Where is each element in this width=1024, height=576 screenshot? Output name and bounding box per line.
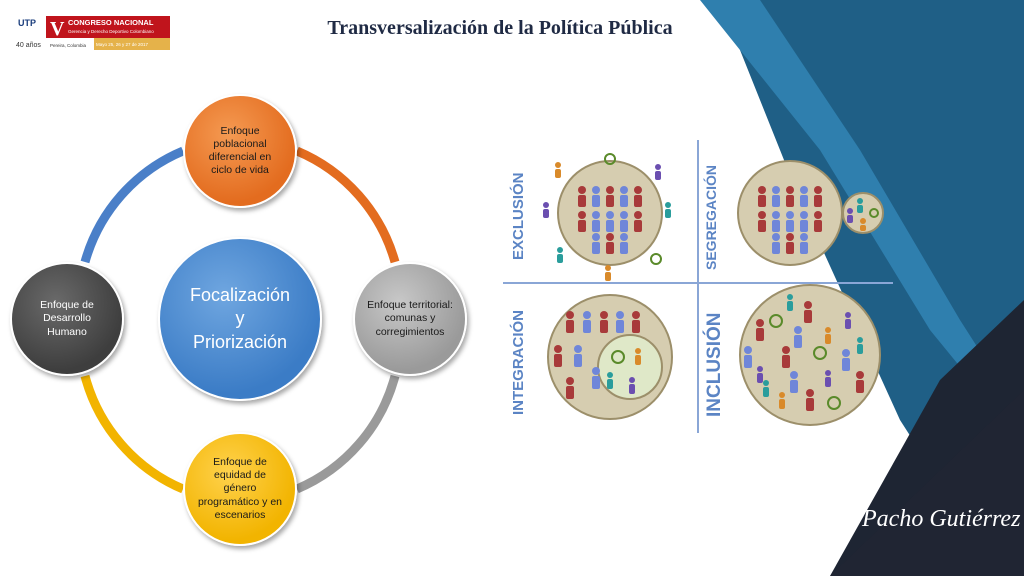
blue-stripe bbox=[700, 0, 1024, 445]
logo-dates: Mayo 25, 26 y 27 de 2017 bbox=[96, 42, 149, 47]
logo-years: 40 años bbox=[16, 42, 41, 49]
node-territorial-approach: Enfoque territorial: comunas y corregimi… bbox=[353, 262, 467, 376]
logo-event: CONGRESO NACIONAL bbox=[68, 18, 154, 27]
node-top-text: Enfoque poblacional diferencial en ciclo… bbox=[208, 124, 272, 177]
ring-segment-left-top bbox=[80, 146, 185, 264]
label-inclusion: INCLUSIÓN bbox=[703, 313, 725, 418]
page-title: Transversalización de la Política Públic… bbox=[327, 17, 673, 39]
node-bottom-text: Enfoque de equidad de género programátic… bbox=[197, 456, 283, 521]
logo-org: UTP bbox=[18, 18, 36, 28]
ring-segment-top-right bbox=[295, 146, 400, 264]
author-signature: Pacho Gutiérrez bbox=[862, 506, 1021, 532]
ring-segment-bottom-left bbox=[80, 374, 185, 494]
center-line-2: y bbox=[235, 308, 245, 329]
center-line-1: Focalización bbox=[189, 284, 291, 305]
node-right-text: Enfoque territorial: comunas y corregimi… bbox=[367, 299, 453, 338]
node-gender-equity-approach: Enfoque de equidad de género programátic… bbox=[183, 432, 297, 546]
congress-logo: UTP 40 años V CONGRESO NACIONAL Gerencia… bbox=[14, 14, 172, 52]
dark-band bbox=[830, 390, 1024, 576]
exclusion-group bbox=[543, 153, 671, 281]
focus-center-circle: Focalización y Priorización bbox=[158, 237, 322, 401]
logo-numeral: V bbox=[50, 18, 65, 40]
node-population-approach: Enfoque poblacional diferencial en ciclo… bbox=[183, 94, 297, 208]
logo-graphic: UTP 40 años V CONGRESO NACIONAL Gerencia… bbox=[14, 14, 170, 52]
node-human-development-approach: Enfoque de Desarrollo Humano bbox=[10, 262, 124, 376]
logo-place: Pereira, Colombia bbox=[50, 43, 87, 48]
label-exclusion: EXCLUSIÓN bbox=[509, 172, 527, 260]
segregation-group bbox=[737, 160, 884, 266]
center-line-3: Priorización bbox=[192, 331, 288, 352]
label-segregation: SEGREGACIÓN bbox=[702, 165, 719, 270]
inclusion-quadrants: EXCLUSIÓN SEGREGACIÓN INTEGRACIÓN INCLUS… bbox=[503, 140, 893, 433]
node-left-text: Enfoque de Desarrollo Humano bbox=[40, 299, 94, 338]
integration-group bbox=[547, 294, 673, 420]
ring-segment-right-bottom bbox=[295, 374, 400, 494]
logo-subtitle: Gerencia y Derecho Deportivo Colombiano bbox=[68, 29, 154, 34]
inclusion-group bbox=[739, 284, 881, 426]
label-integration: INTEGRACIÓN bbox=[509, 310, 527, 415]
